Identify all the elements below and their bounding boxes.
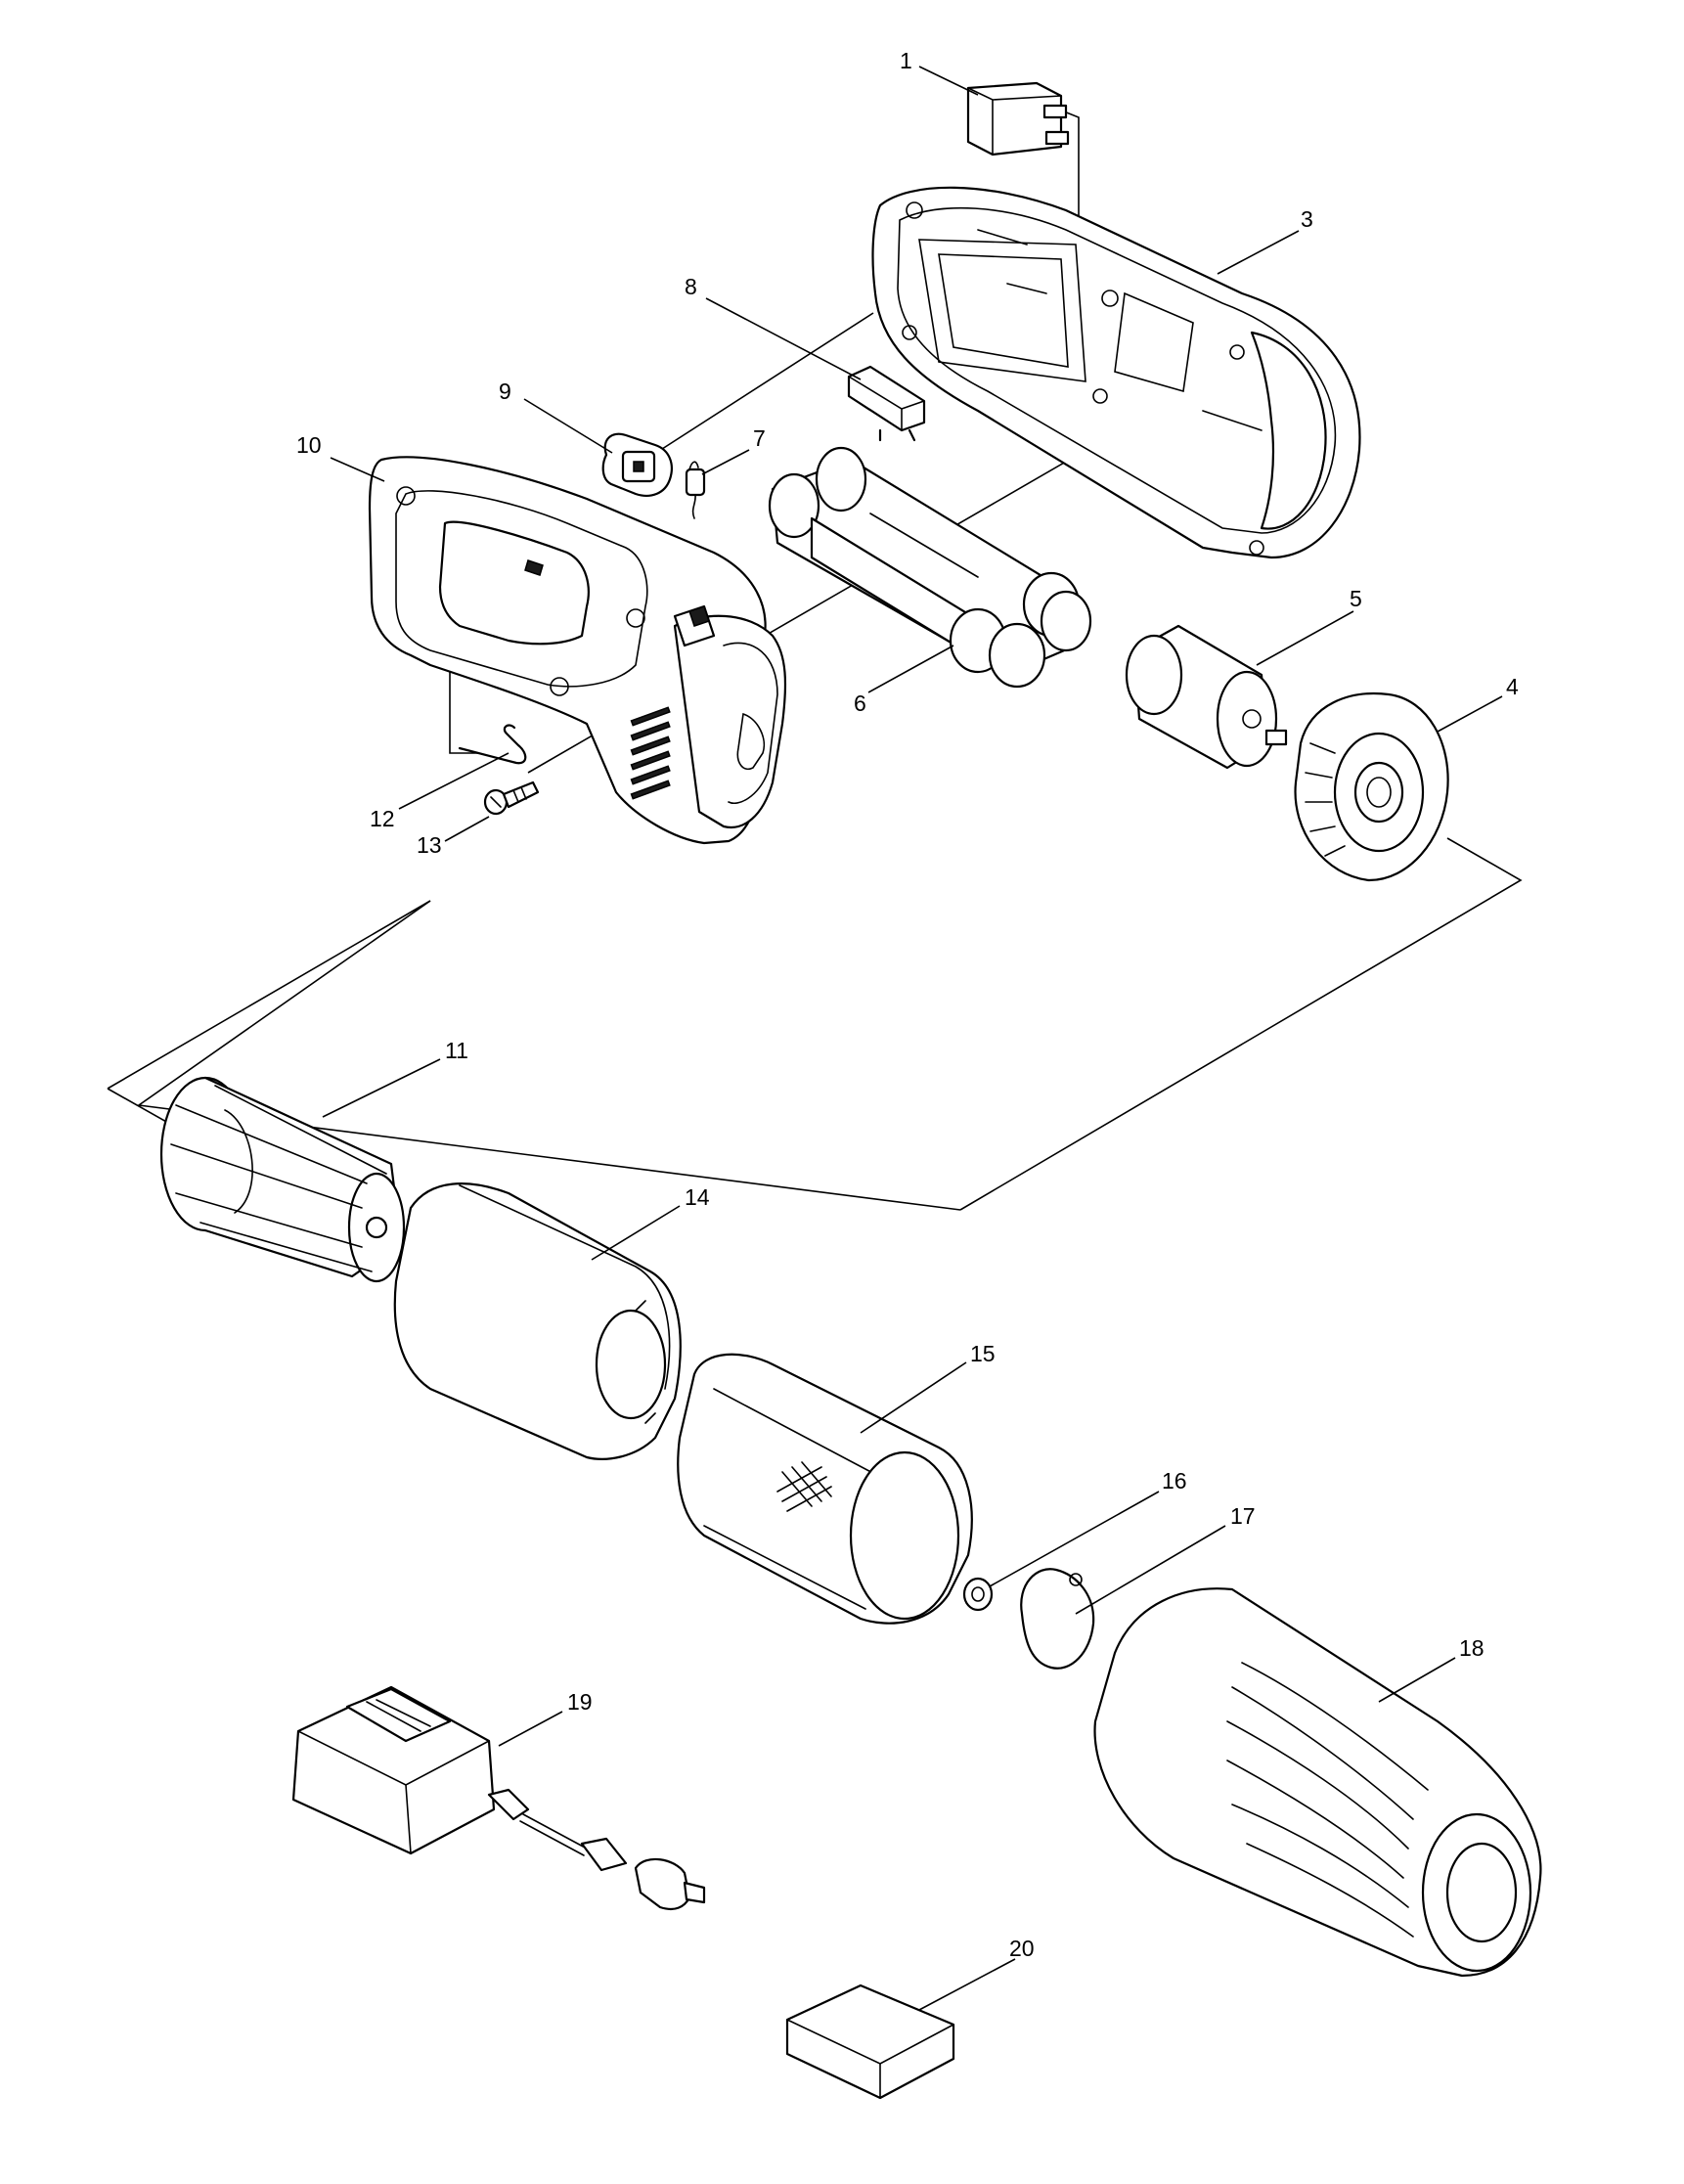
callout-18: 18 bbox=[1459, 1635, 1485, 1661]
part-5-motor bbox=[1125, 624, 1288, 770]
callout-4: 4 bbox=[1506, 674, 1519, 699]
part-20-box bbox=[785, 1983, 955, 2100]
part-18-ribs bbox=[1226, 1662, 1429, 1938]
assembly-guide-lines bbox=[107, 109, 1523, 1211]
callout-7: 7 bbox=[753, 425, 766, 451]
callout-19: 19 bbox=[567, 1689, 593, 1715]
part-8-clip bbox=[847, 365, 926, 442]
part-6-battery-pack bbox=[768, 446, 1092, 689]
callout-17: 17 bbox=[1230, 1503, 1256, 1529]
part-9-terminal bbox=[601, 432, 673, 497]
part-3-rear-housing bbox=[871, 186, 1361, 559]
callout-leader-lines bbox=[322, 66, 1503, 2011]
callout-numbers: 1 3 8 9 7 10 5 6 4 12 13 11 14 15 16 17 … bbox=[296, 48, 1519, 1961]
part-10-front-housing bbox=[368, 456, 787, 845]
callout-20: 20 bbox=[1009, 1936, 1035, 1961]
part-7-capacitor bbox=[685, 461, 706, 519]
part-11-filter-cage bbox=[159, 1076, 406, 1283]
part-14-prefilter bbox=[393, 1182, 682, 1460]
callout-1: 1 bbox=[900, 48, 912, 73]
callout-16: 16 bbox=[1162, 1468, 1187, 1493]
part-1-micro-switch bbox=[966, 81, 1070, 156]
part-16-clip bbox=[962, 1577, 994, 1612]
part-13-screw bbox=[483, 780, 540, 816]
part-10-vents bbox=[630, 706, 671, 800]
callout-10: 10 bbox=[296, 432, 322, 458]
part-4-fan bbox=[1294, 692, 1449, 882]
part-18-dust-case bbox=[1093, 1587, 1542, 1978]
part-19-charger bbox=[291, 1685, 706, 1911]
callout-11: 11 bbox=[445, 1038, 468, 1063]
callout-3: 3 bbox=[1301, 206, 1313, 232]
part-15-mesh-filter bbox=[677, 1353, 973, 1625]
callout-9: 9 bbox=[499, 379, 511, 404]
callout-13: 13 bbox=[417, 832, 442, 858]
callout-15: 15 bbox=[970, 1341, 996, 1366]
part-15-mesh-pattern bbox=[776, 1461, 832, 1512]
callout-5: 5 bbox=[1350, 586, 1362, 611]
part-17-gasket bbox=[1020, 1568, 1095, 1670]
callout-8: 8 bbox=[685, 274, 697, 299]
callout-12: 12 bbox=[370, 806, 395, 831]
callout-6: 6 bbox=[854, 691, 866, 716]
callout-14: 14 bbox=[685, 1184, 710, 1210]
part-12-hook bbox=[458, 724, 527, 765]
